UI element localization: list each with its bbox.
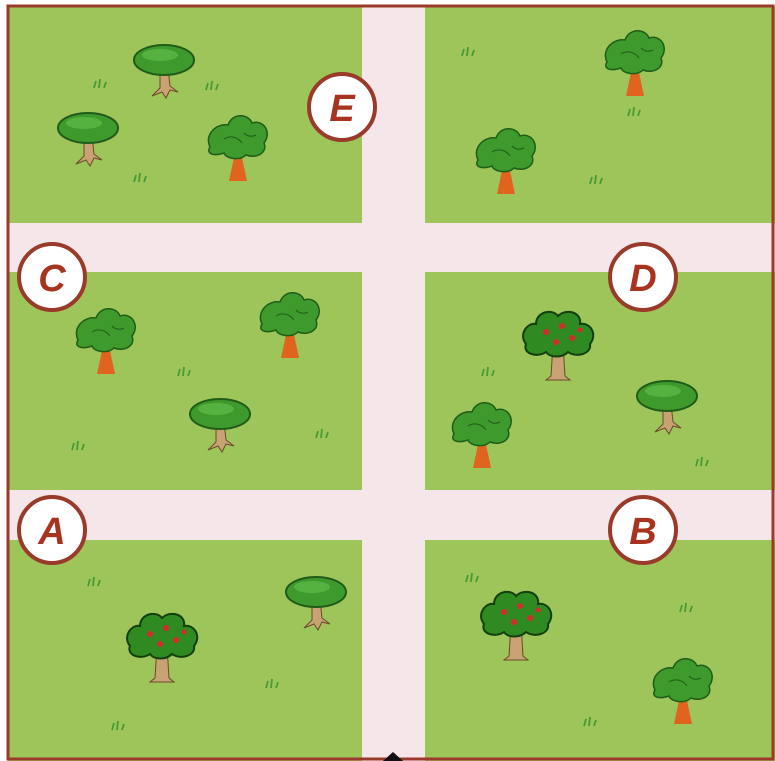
grass-block-bottom-right <box>425 540 775 761</box>
location-marker-d[interactable]: D <box>610 244 676 310</box>
location-label-e: E <box>329 88 356 130</box>
location-marker-e[interactable]: E <box>309 74 375 140</box>
location-marker-a[interactable]: A <box>19 497 85 563</box>
location-marker-c[interactable]: C <box>19 244 85 310</box>
location-label-c: C <box>38 258 66 300</box>
location-label-a: A <box>37 511 65 553</box>
location-label-b: B <box>629 511 656 553</box>
location-marker-b[interactable]: B <box>610 497 676 563</box>
grass-block-top-right <box>425 6 775 223</box>
location-label-d: D <box>629 258 656 300</box>
